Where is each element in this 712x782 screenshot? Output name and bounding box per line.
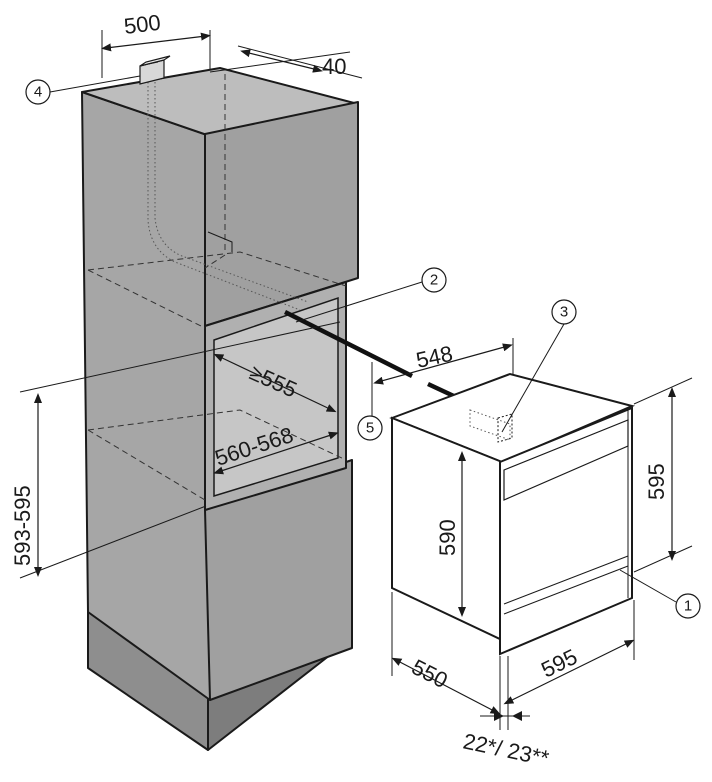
callout-2-label: 2 [430,272,438,289]
callout-2: 2 [295,267,447,323]
dim-front-thickness: 22*/ 23** [461,728,552,771]
callout-5-label: 5 [366,420,374,437]
cabinet-left-side [81,91,211,701]
oven-cable-socket [469,409,511,441]
oven [389,372,636,656]
dimension-lines [19,30,693,730]
hidden-edge [87,251,347,287]
hidden-edge [87,429,206,501]
callout-4: 4 [25,75,141,105]
callout-4-label: 4 [34,84,42,101]
callout-1-label: 1 [684,598,692,615]
cable-route [154,82,309,303]
dim-oven-height-body: 590 [435,519,460,556]
callout-5: 5 [357,410,383,441]
dim-oven-depth: 550 [408,654,452,693]
callout-3: 3 [501,299,577,433]
dim-cable-length: 548 [414,341,455,373]
cable-route [147,82,301,311]
hidden-edge [87,269,206,329]
cabinet-upper-door [204,101,359,327]
dim-oven-height-front: 595 [644,463,669,500]
callout-1: 1 [619,569,701,619]
dim-depth-offset: 40 [322,54,346,79]
dim-niche-height: 593-595 [10,485,35,566]
dim-oven-width: 595 [537,644,581,683]
hidden-edge [204,254,226,269]
callout-3-label: 3 [560,304,568,321]
junction-box [139,55,171,85]
tall-cabinet [81,67,359,751]
shelf-edge [207,231,233,252]
dim-cabinet-width: 500 [123,10,162,39]
